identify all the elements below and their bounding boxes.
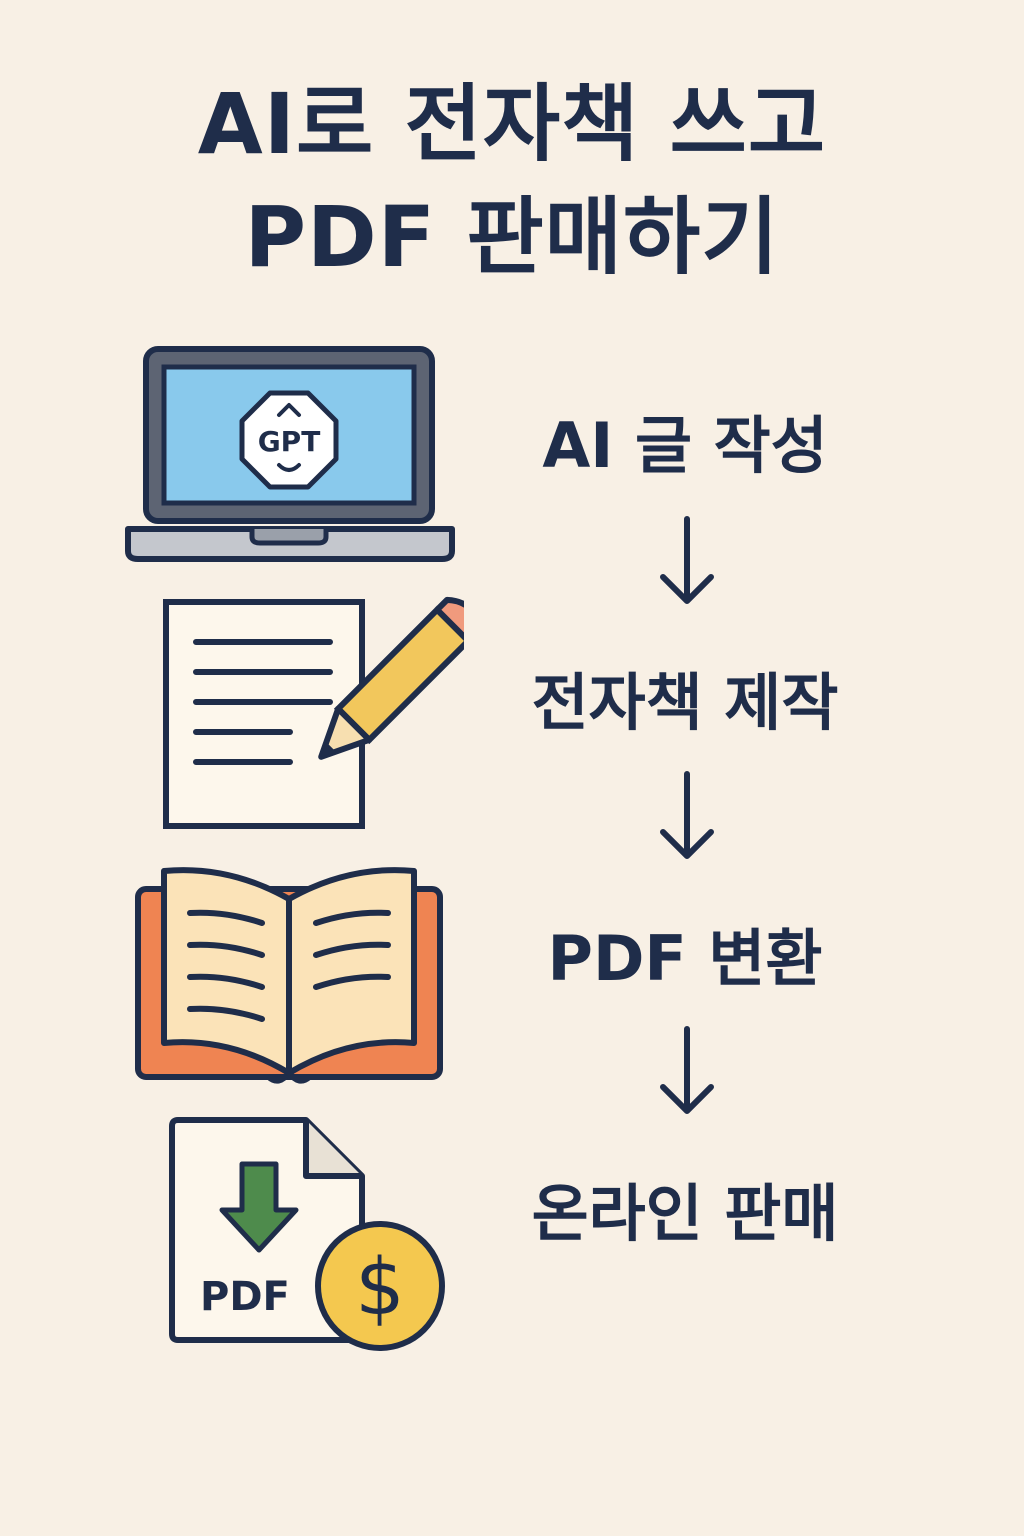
- title-line-1: AI로 전자책 쓰고: [197, 75, 827, 173]
- step-label-online-sales: 온라인 판매: [531, 1177, 839, 1250]
- pdf-badge-text: PDF: [200, 1274, 290, 1320]
- dollar-coin-text: $: [355, 1243, 405, 1333]
- step-label-pdf-conversion: PDF 변환: [547, 922, 823, 995]
- arrow-down-icon: [660, 1026, 714, 1114]
- gpt-screen-text: GPT: [258, 425, 321, 458]
- step-label-ai-writing: AI 글 작성: [542, 409, 828, 482]
- arrow-down-icon: [660, 516, 714, 604]
- arrow-down-icon: [660, 771, 714, 859]
- step-label-ebook-creation: 전자책 제작: [531, 666, 839, 739]
- pdf-download-dollar-icon: PDF $: [169, 1117, 445, 1351]
- document-pencil-icon: [163, 596, 464, 829]
- title-line-2: PDF 판매하기: [244, 188, 780, 286]
- open-book-icon: [135, 867, 443, 1084]
- laptop-gpt-icon: GPT: [125, 346, 455, 562]
